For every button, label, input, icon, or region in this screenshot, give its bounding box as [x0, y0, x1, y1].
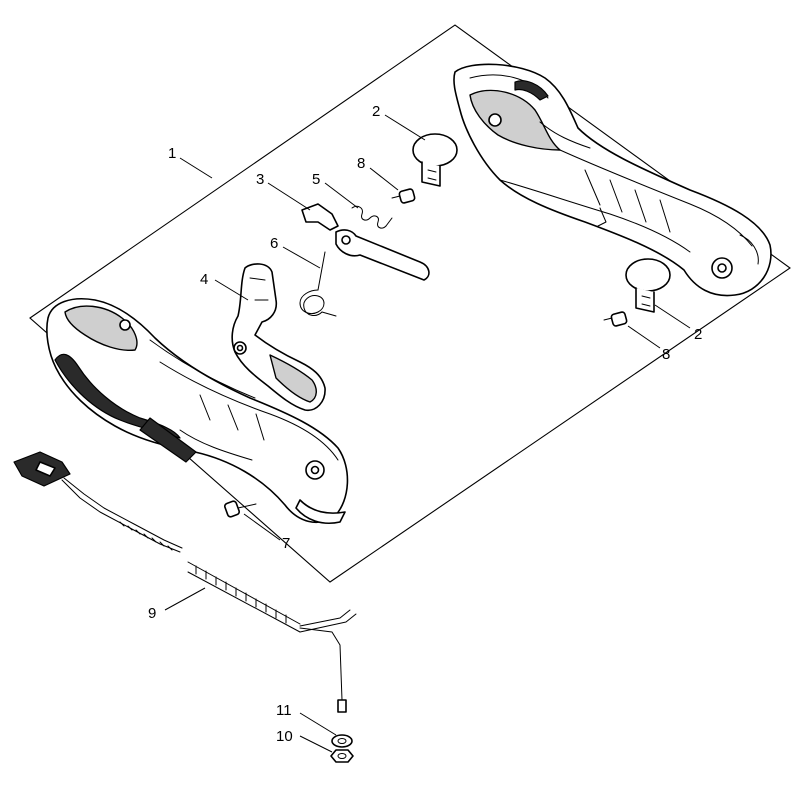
callout-labels: 1 2 2 3 4 5 6 7 8 8 9 11 10 — [148, 103, 702, 745]
part-torsion-spring — [299, 251, 337, 317]
assembly-frame — [29, 24, 791, 583]
handle-half-left — [46, 298, 349, 524]
part-nut-10 — [330, 749, 354, 763]
callout-3: 3 — [256, 171, 264, 188]
callout-7: 7 — [282, 535, 290, 552]
callout-9: 9 — [148, 605, 156, 622]
callout-5: 5 — [312, 171, 320, 188]
callout-11: 11 — [276, 702, 292, 719]
part-throttle-trigger — [231, 263, 326, 412]
handle-half-right — [453, 63, 772, 297]
leader-lines — [164, 114, 691, 753]
part-clamp-upper — [412, 133, 458, 187]
part-small-spring — [351, 205, 393, 229]
part-nut-11 — [331, 734, 353, 748]
callout-10: 10 — [276, 728, 293, 745]
part-screw-handle — [224, 500, 257, 518]
callout-2-upper: 2 — [372, 103, 380, 120]
callout-8-lower: 8 — [662, 346, 670, 363]
part-lock-lever — [301, 203, 430, 281]
callout-2-lower: 2 — [694, 326, 702, 343]
part-screw-lower — [603, 311, 628, 327]
callout-8-upper: 8 — [357, 155, 365, 172]
callout-6: 6 — [270, 235, 278, 252]
part-screw-upper — [391, 188, 416, 204]
part-clamp-lower — [625, 258, 671, 313]
callout-4: 4 — [200, 271, 208, 288]
callout-1: 1 — [168, 145, 176, 162]
part-wire-harness — [13, 451, 357, 713]
